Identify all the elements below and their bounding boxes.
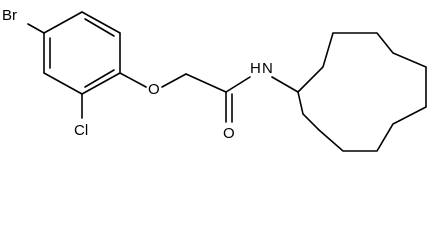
chlorine-label: Cl [74,122,88,139]
bromine-label: Br [2,7,17,24]
ring-bond [43,11,83,34]
ring-double-bond [84,18,115,37]
benzene-ring [43,11,121,95]
ring-bond [43,72,83,95]
carbonyl-oxygen-label: O [223,125,235,142]
amide-nitrogen-label: N [262,60,273,77]
ring-outline [297,32,427,152]
co-n-bond [225,76,251,93]
n-ch-bond [271,76,299,93]
ether-oxygen-label: O [148,81,160,98]
cyclododecane-ring [297,32,427,152]
ring-bond [81,72,121,95]
structure-diagram: Br Cl O O N H [2,7,427,152]
c-o-bond [119,72,147,88]
amide-hydrogen-label: H [250,60,261,77]
ring-bond [81,11,121,34]
o-ch2-bond [161,73,187,88]
ch2-co-bond [185,73,227,93]
c-br-bond [27,23,45,34]
ring-double-bond [84,69,115,88]
